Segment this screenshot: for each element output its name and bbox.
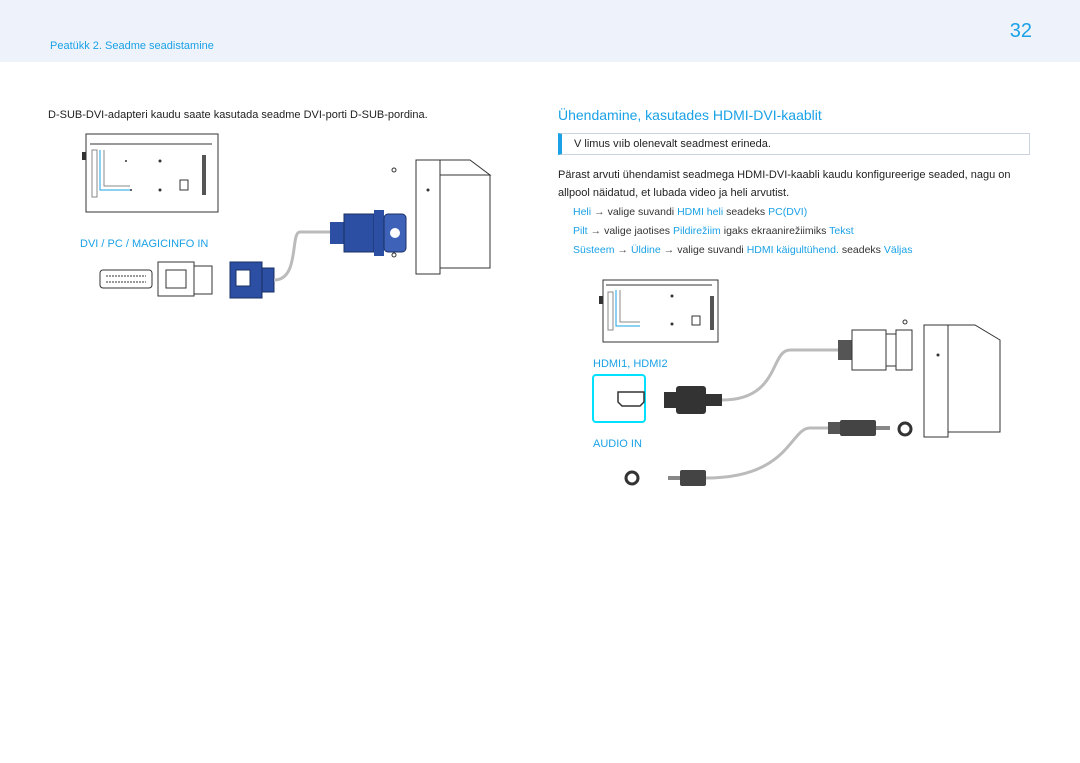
audio-in-label: AUDIO IN bbox=[593, 438, 642, 450]
dvi-port-label: DVI / PC / MAGICINFO IN bbox=[80, 238, 209, 250]
step-picture: Pilt→valige jaotises Pildirežiim igaks e… bbox=[573, 225, 854, 237]
instructions-paragraph: Pärast arvuti ühendamist seadmega HDMI-D… bbox=[558, 169, 1011, 199]
vga-adapter-icon bbox=[229, 261, 275, 299]
audio-jack-pc-icon bbox=[897, 421, 913, 437]
monitor-panel-icon-right bbox=[599, 279, 719, 343]
page-header: Peatükk 2. Seadme seadistamine 32 bbox=[0, 0, 1080, 62]
audio-plug-icon bbox=[828, 420, 890, 436]
note-box: V limus vıib olenevalt seadmest erineda. bbox=[558, 133, 1030, 155]
hdmi-port-icon bbox=[617, 391, 645, 407]
section-heading: Ühendamine, kasutades HDMI-DVI-kaablit bbox=[558, 107, 822, 123]
hdmi-port-label: HDMI1, HDMI2 bbox=[593, 358, 668, 370]
adapter-description: D-SUB-DVI-adapteri kaudu saate kasutada … bbox=[48, 109, 428, 121]
dvi-adapter-icon bbox=[157, 261, 213, 297]
monitor-panel-icon bbox=[82, 133, 219, 213]
pc-tower-icon bbox=[391, 159, 492, 275]
chapter-title: Peatükk 2. Seadme seadistamine bbox=[50, 40, 214, 52]
hdmi-plug-icon bbox=[664, 386, 722, 414]
audio-plug-left-icon bbox=[668, 470, 706, 486]
page-number: 32 bbox=[1009, 20, 1032, 42]
step-audio: Heli→valige suvandi HDMI heli seadeks PC… bbox=[573, 206, 808, 218]
pc-tower-icon-right bbox=[902, 319, 1001, 438]
step-system: Süsteem→Üldine→valige suvandi HDMI käigu… bbox=[573, 244, 913, 256]
dvi-plug-icon bbox=[838, 329, 913, 371]
audio-jack-monitor-icon bbox=[624, 470, 640, 486]
dvi-port-icon bbox=[99, 269, 153, 289]
vga-connector-icon bbox=[330, 210, 407, 256]
